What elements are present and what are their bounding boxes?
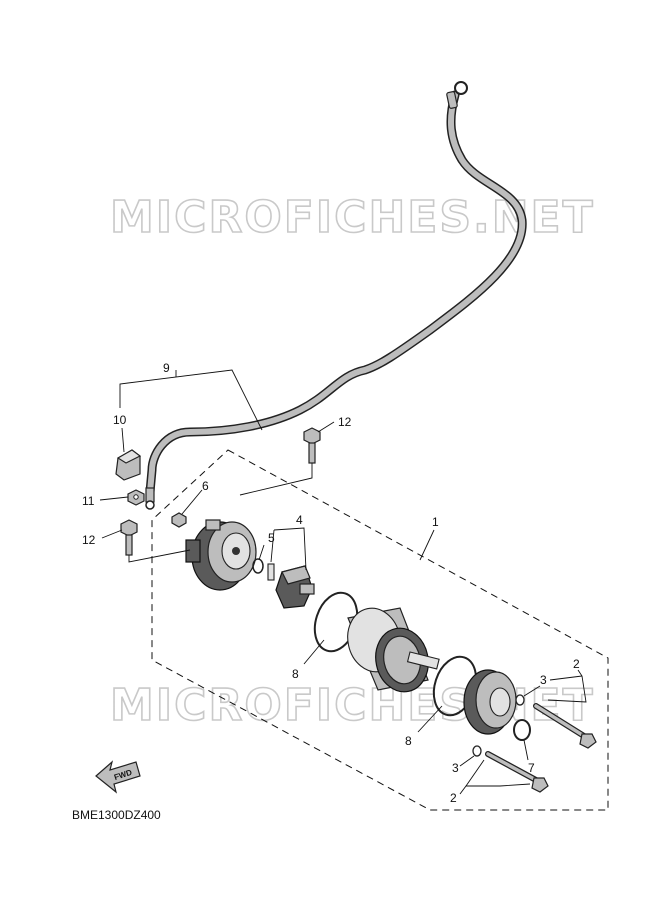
- callout-8-upper: 8: [292, 667, 299, 681]
- callout-4: 4: [296, 513, 303, 527]
- callouts: 9 10 11 6 12 12 5 4 1 8 8 2 3 7 3 2: [82, 361, 580, 805]
- small-nut: [171, 512, 187, 528]
- long-bolt-lower: [485, 751, 549, 793]
- washer-upper: [515, 694, 525, 706]
- callout-9: 9: [163, 361, 170, 375]
- callout-3-lower: 3: [452, 761, 459, 775]
- callout-10: 10: [113, 413, 127, 427]
- long-bolt-upper: [533, 703, 597, 749]
- bolt-lower: [120, 519, 138, 556]
- brush-set: [267, 563, 315, 609]
- starter-yoke: [347, 607, 440, 693]
- o-ring-small: [252, 558, 264, 574]
- callout-2-lower: 2: [450, 791, 457, 805]
- leader-lines: [99, 369, 587, 795]
- callout-7: 7: [528, 761, 535, 775]
- callout-12-lower: 12: [82, 533, 96, 547]
- callout-11: 11: [82, 494, 95, 508]
- callout-6: 6: [202, 479, 209, 493]
- fwd-arrow-icon: FWD: [95, 760, 141, 794]
- callout-3-upper: 3: [540, 673, 547, 687]
- starter-cable: [145, 81, 527, 510]
- front-cover: [185, 519, 257, 591]
- oil-seal: [513, 719, 531, 741]
- callout-12-upper: 12: [338, 415, 352, 429]
- bolt-upper: [303, 427, 321, 464]
- assembly-boundary: [151, 449, 609, 811]
- figure-code: BME1300DZ400: [72, 808, 161, 822]
- callout-5: 5: [268, 531, 275, 545]
- terminal-cover: [115, 449, 142, 481]
- callout-1: 1: [432, 515, 439, 529]
- nut: [127, 489, 145, 506]
- callout-2-upper: 2: [573, 657, 580, 671]
- watermark-bottom: MICROFICHES.NET: [110, 680, 595, 731]
- washer-lower: [472, 745, 482, 757]
- callout-8-lower: 8: [405, 734, 412, 748]
